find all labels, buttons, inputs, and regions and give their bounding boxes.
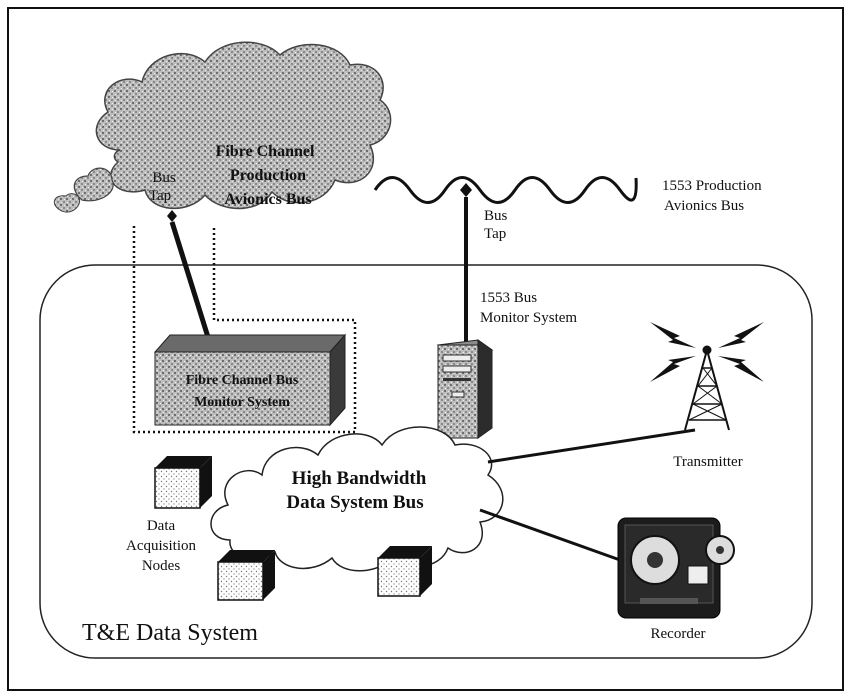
data-bus-label-line2: Data System Bus [286, 492, 423, 513]
monitor-1553-label-line2: Monitor System [480, 310, 577, 326]
data-bus-label-line1: High Bandwidth [292, 468, 427, 489]
acquisition-label-line1: Data [147, 518, 176, 534]
bus-1553-label-line1: 1553 Production [662, 178, 762, 194]
fibre-bus-tap-line1: Bus [152, 170, 176, 186]
fibre-monitor-label-line2: Monitor System [194, 395, 290, 410]
fibre-bus-tap-marker [167, 210, 177, 222]
transmitter-link-line [487, 428, 696, 464]
monitor-1553-label-line1: 1553 Bus [480, 290, 537, 306]
fibre-cloud-label-line3: Avionics Bus [224, 191, 311, 208]
acquisition-node-3 [377, 546, 432, 597]
fibre-cloud-label-line1: Fibre Channel [216, 143, 315, 160]
bus-1553-tap-marker [460, 183, 472, 197]
acquisition-label-line3: Nodes [142, 558, 180, 574]
system-label: T&E Data System [82, 620, 258, 646]
monitor-1553-tower [436, 339, 494, 439]
fibre-monitor-box [153, 333, 347, 427]
acquisition-label-line2: Acquisition [126, 538, 196, 554]
fibre-monitor-label-line1: Fibre Channel Bus [186, 373, 299, 388]
outer-frame [7, 7, 844, 691]
acquisition-node-2 [217, 550, 275, 601]
system-boundary [39, 264, 813, 659]
bus-1553-label-line2: Avionics Bus [664, 198, 744, 214]
bus-1553-tap-line1: Bus [484, 208, 508, 224]
recorder-label: Recorder [651, 626, 706, 642]
fibre-cloud-label-line2: Production [230, 167, 306, 184]
recorder-link-line [479, 508, 621, 562]
bus-1553-wave [373, 176, 638, 204]
data-bus-cloud [210, 426, 504, 572]
transmitter-tower [684, 345, 730, 431]
fibre-channel-cloud [53, 41, 392, 213]
recorder-device [617, 517, 735, 619]
bus-1553-tap-line2: Tap [484, 226, 506, 242]
transmitter-label: Transmitter [673, 454, 742, 470]
fibre-tap-line [169, 221, 215, 351]
transmitter-signal-bolts [650, 322, 764, 382]
acquisition-node-1 [154, 456, 212, 509]
fibre-bus-tap-line2: Tap [149, 188, 171, 204]
fibre-tap-dotted-enclosure [132, 226, 357, 434]
